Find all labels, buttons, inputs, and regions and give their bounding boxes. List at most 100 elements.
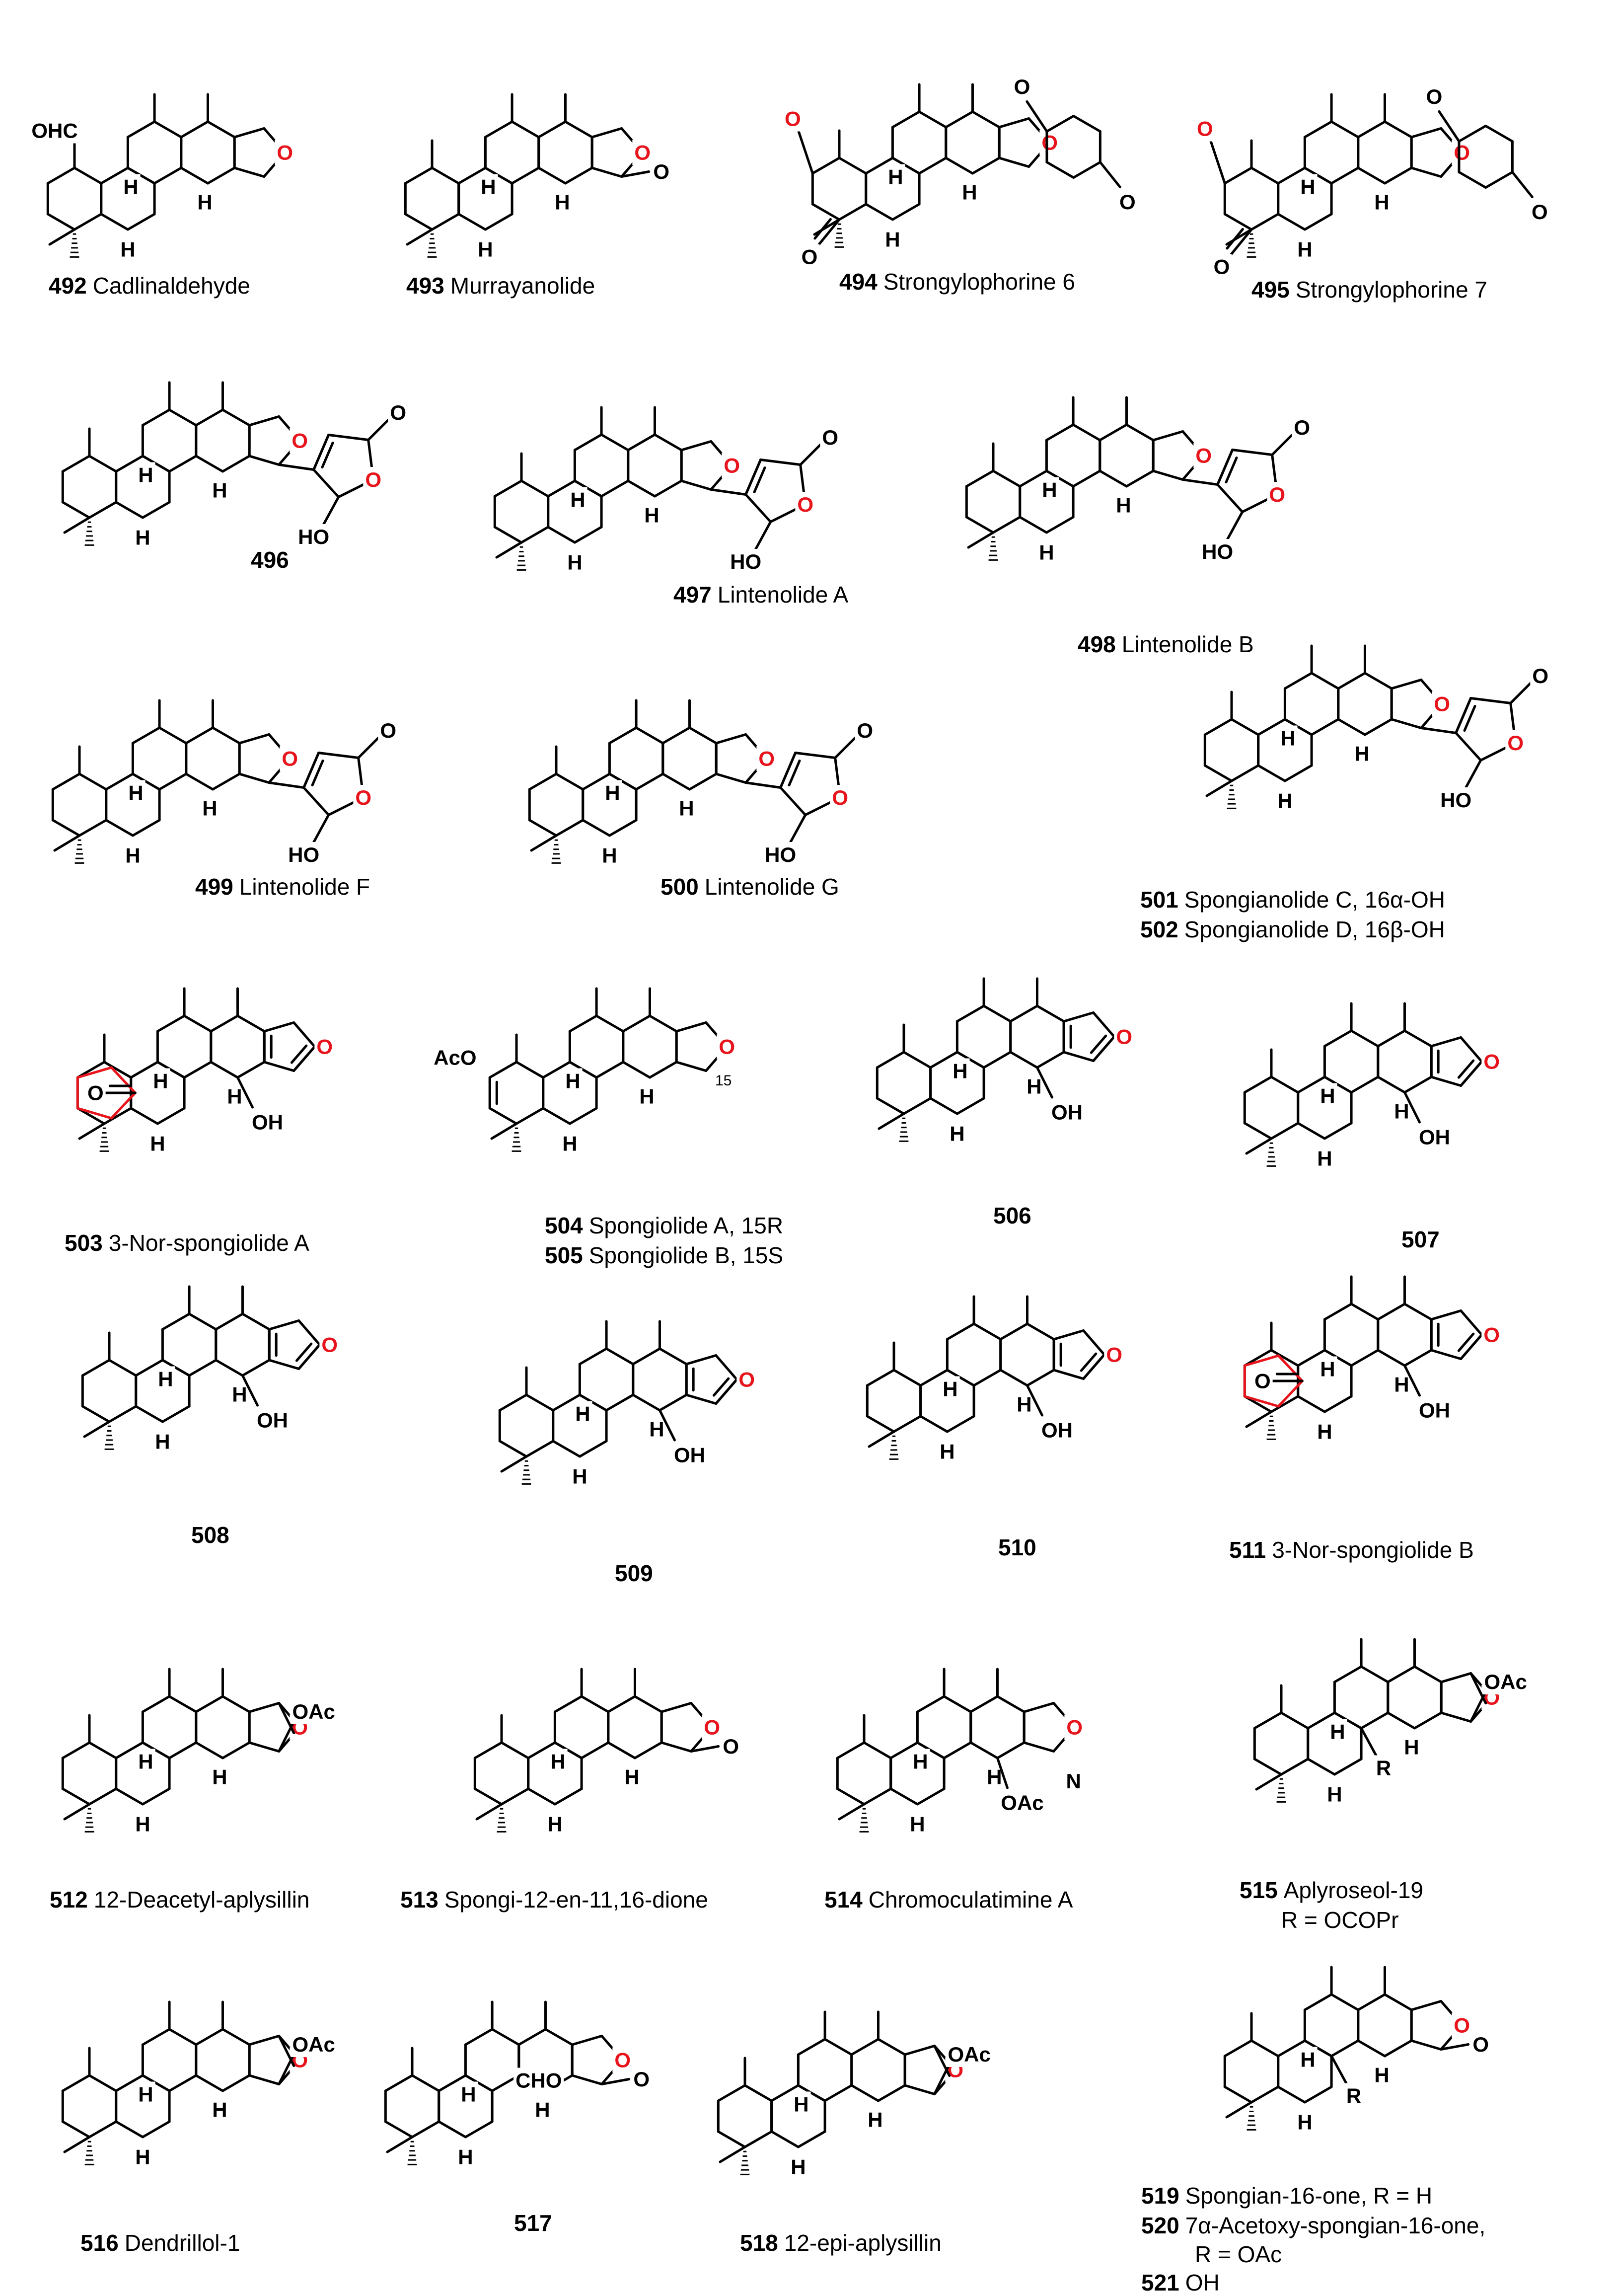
- bond: [404, 166, 434, 185]
- atom-label: O: [380, 719, 396, 742]
- bond: [863, 1741, 892, 1760]
- bond: [357, 737, 380, 759]
- bond: [1460, 1036, 1483, 1063]
- atom-label: O: [802, 245, 818, 269]
- bond: [891, 203, 921, 221]
- bond: [108, 1359, 138, 1377]
- atom-label: O: [1454, 2014, 1470, 2037]
- bond: [411, 2074, 440, 2092]
- bond: [1410, 166, 1443, 178]
- bond: [115, 1741, 144, 1760]
- label-backdrop: [1275, 788, 1295, 814]
- label-backdrop: [999, 1790, 1046, 1816]
- bond: [302, 786, 330, 816]
- bond: [1330, 166, 1360, 185]
- label-backdrop: [296, 524, 332, 549]
- bond: [1303, 166, 1333, 185]
- label-backdrop: [254, 1407, 290, 1433]
- bond: [537, 166, 567, 185]
- bond: [929, 1051, 958, 1069]
- bond: [498, 1440, 528, 1458]
- compound-number: 501: [1140, 887, 1178, 913]
- bond: [1307, 1711, 1336, 1730]
- label-backdrop: [702, 1714, 722, 1740]
- label-backdrop: [363, 467, 383, 492]
- bond: [866, 1369, 895, 1387]
- bond: [1303, 213, 1333, 231]
- label-backdrop: [290, 428, 310, 454]
- bond: [500, 1741, 530, 1760]
- bond: [1250, 2039, 1280, 2058]
- bond: [542, 1061, 571, 1079]
- label-backdrop: [866, 2107, 885, 2133]
- bond: [168, 408, 198, 427]
- label-backdrop: [647, 1416, 666, 1442]
- bond: [1410, 127, 1443, 139]
- bond: [51, 772, 81, 791]
- atom-label: O: [797, 493, 813, 516]
- bond: [490, 1122, 518, 1140]
- bond: [595, 1061, 625, 1079]
- label-backdrop: [792, 2091, 811, 2117]
- label-backdrop: [513, 2067, 564, 2093]
- bond: [1270, 1349, 1300, 1367]
- atom-label: H: [1330, 1720, 1345, 1744]
- compound-name: Spongiolide B, 15S: [588, 1242, 784, 1268]
- bond: [717, 2084, 746, 2102]
- bond: [495, 541, 523, 559]
- bond: [76, 1107, 113, 1120]
- label-backdrop: [432, 1045, 479, 1071]
- label-backdrop: [637, 1083, 657, 1109]
- compound-number: 519: [1141, 2183, 1179, 2209]
- bond: [1323, 1395, 1353, 1413]
- label-backdrop: [1298, 2047, 1318, 2072]
- bond: [180, 120, 209, 139]
- bond: [1280, 1711, 1310, 1730]
- bond: [115, 455, 144, 473]
- bond: [268, 781, 305, 789]
- label-backdrop: [883, 227, 902, 252]
- atom-label: O: [758, 747, 775, 770]
- atom-label: O: [1507, 731, 1524, 755]
- compound-number: 510: [998, 1534, 1036, 1560]
- bond: [1455, 732, 1482, 762]
- bond: [916, 1741, 946, 1760]
- bond: [1440, 1672, 1472, 1684]
- bond: [797, 2130, 826, 2148]
- bond: [815, 218, 841, 248]
- bond: [520, 526, 550, 544]
- label-backdrop: [1328, 1719, 1347, 1745]
- bond: [411, 2120, 440, 2139]
- atom-label: O: [1066, 1716, 1083, 1739]
- label-backdrop: [1530, 663, 1550, 689]
- caption-510: 510: [998, 1534, 1042, 1561]
- bond: [1377, 1029, 1406, 1048]
- bond: [1045, 516, 1075, 534]
- bond: [1052, 1369, 1085, 1380]
- atom-label: H: [1404, 1736, 1419, 1759]
- bond: [1225, 457, 1238, 484]
- label-backdrop: [456, 2144, 475, 2170]
- compound-number: 500: [660, 874, 699, 900]
- bond: [658, 1347, 688, 1366]
- atom-label: H: [1280, 727, 1295, 750]
- bond: [108, 1405, 138, 1423]
- bond: [661, 726, 691, 745]
- bond: [876, 1097, 905, 1115]
- bond: [919, 1415, 949, 1433]
- bond: [110, 1066, 137, 1094]
- atom-label: H: [1327, 1783, 1342, 1806]
- atom-label: O: [390, 401, 406, 424]
- bond: [544, 2028, 574, 2046]
- bond: [248, 1741, 281, 1753]
- label-backdrop: [1315, 1146, 1334, 1171]
- bond: [241, 1374, 259, 1407]
- bond: [1062, 1011, 1095, 1023]
- label-backdrop: [573, 1401, 592, 1427]
- bond: [158, 772, 188, 791]
- label-backdrop: [156, 1366, 175, 1392]
